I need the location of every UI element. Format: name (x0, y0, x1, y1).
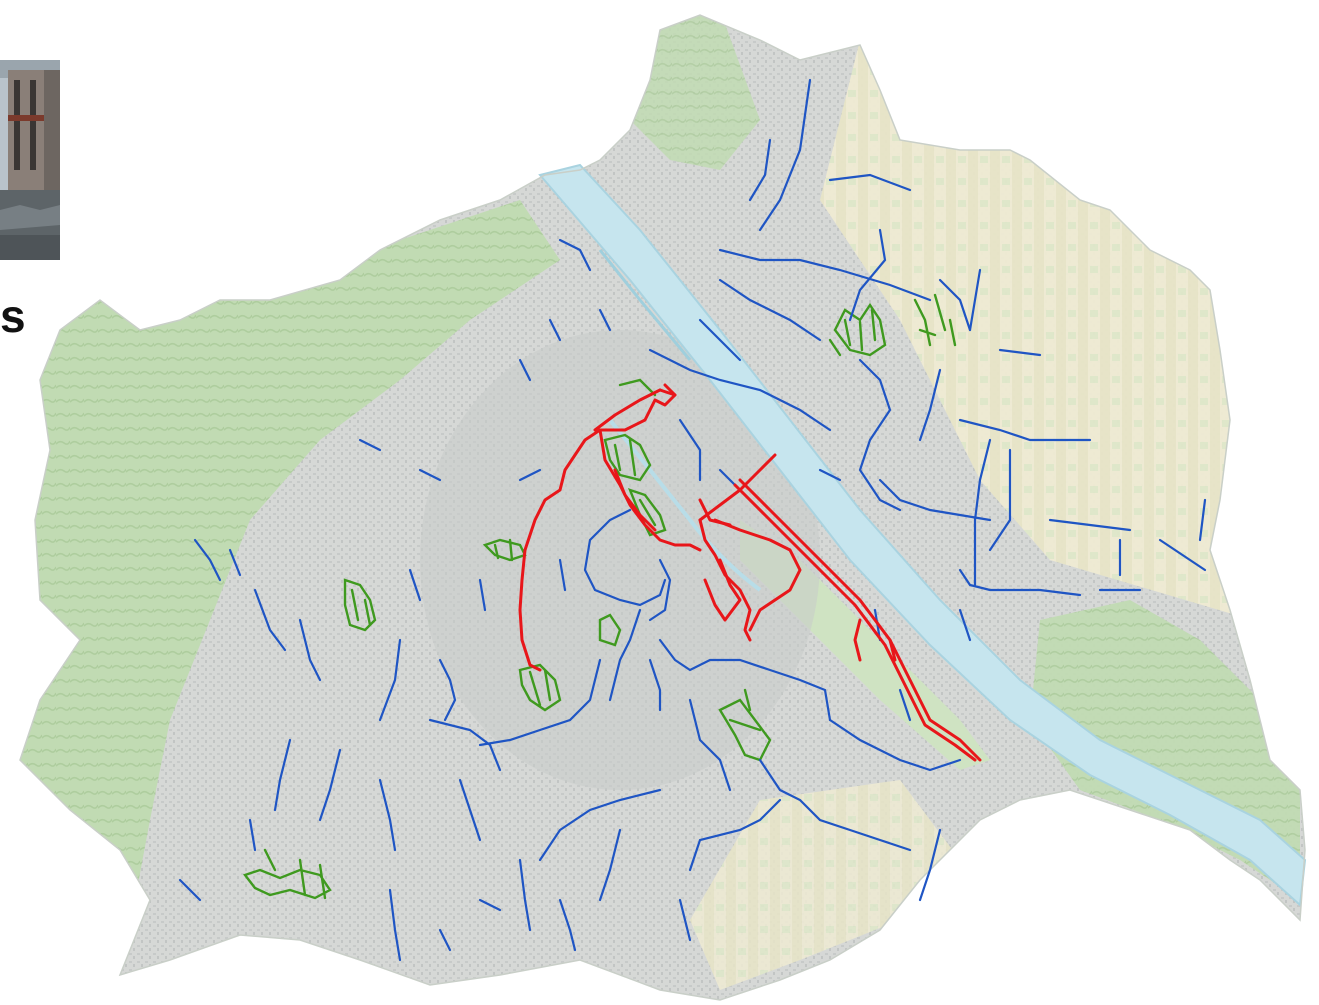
photo-thumbnail-icon (0, 60, 60, 260)
forest-area-north (630, 15, 760, 170)
photo-thumbnail (0, 60, 60, 260)
route-network-green (243, 293, 957, 900)
farmland-area-south (690, 780, 960, 990)
route-network-blue (178, 78, 1207, 962)
map-landmass (20, 15, 1305, 1000)
slide-title-fragment: s (0, 290, 26, 342)
route-network-red (518, 383, 982, 762)
forest-area-west (20, 200, 560, 980)
